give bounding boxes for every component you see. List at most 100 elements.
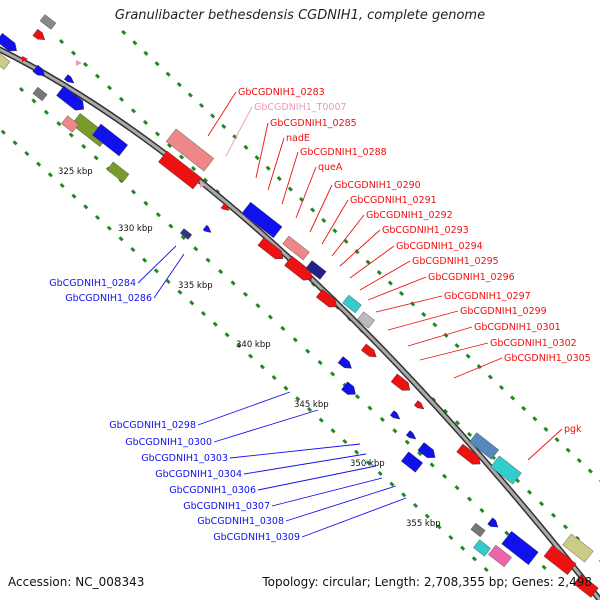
tick-mark bbox=[321, 217, 327, 223]
gene-feature bbox=[342, 294, 362, 314]
tick-mark bbox=[93, 155, 99, 161]
gene-feature-shape bbox=[32, 28, 46, 40]
leader-line bbox=[243, 453, 367, 475]
gene-feature bbox=[400, 451, 424, 473]
gene-feature-shape bbox=[490, 455, 522, 485]
gene-feature bbox=[315, 289, 337, 308]
tick-mark bbox=[132, 40, 138, 46]
gene-feature-shape bbox=[357, 311, 375, 329]
tick-mark bbox=[210, 113, 216, 119]
gene-label-forward: queA bbox=[318, 162, 343, 173]
tick-mark bbox=[432, 322, 438, 328]
gene-label-reverse: GbCGDNIH1_0303 bbox=[141, 453, 228, 464]
leader-line bbox=[331, 214, 365, 257]
scale-label: 340 kbp bbox=[236, 340, 271, 350]
scale-label: 355 kbp bbox=[406, 519, 441, 529]
tick-mark bbox=[532, 416, 538, 422]
gene-feature bbox=[0, 50, 11, 70]
gene-feature bbox=[220, 202, 230, 211]
tick-mark bbox=[538, 501, 545, 507]
gene-feature-shape bbox=[360, 343, 377, 358]
gene-label-forward: GbCGDNIH1_0299 bbox=[460, 306, 547, 317]
tick-mark bbox=[189, 300, 195, 306]
gene-feature-shape bbox=[106, 161, 130, 183]
gene-label-forward: GbCGDNIH1_0302 bbox=[490, 338, 577, 349]
leader-line bbox=[295, 166, 317, 219]
gene-feature bbox=[490, 455, 522, 485]
gene-label-reverse: GbCGDNIH1_0308 bbox=[197, 516, 284, 527]
gene-label-forward: GbCGDNIH1_0293 bbox=[382, 225, 469, 236]
tick-mark bbox=[70, 50, 77, 56]
tick-mark bbox=[442, 473, 448, 479]
scale-label: 335 kbp bbox=[178, 281, 213, 291]
tick-mark bbox=[221, 123, 227, 129]
scale-label: 350 kbp bbox=[350, 459, 385, 469]
gene-feature bbox=[405, 430, 417, 440]
tick-mark bbox=[0, 129, 6, 135]
tick-mark bbox=[153, 268, 159, 274]
leader-line bbox=[229, 443, 361, 459]
gene-feature bbox=[501, 530, 539, 566]
leader-line bbox=[359, 260, 411, 291]
tick-mark bbox=[224, 332, 230, 338]
gene-feature-shape bbox=[488, 544, 512, 568]
tick-mark bbox=[318, 417, 324, 423]
gene-feature bbox=[573, 574, 599, 598]
leader-line bbox=[271, 477, 383, 507]
genome-summary: Topology: circular; Length: 2,708,355 bp… bbox=[262, 575, 592, 589]
tick-mark bbox=[392, 428, 398, 434]
label-layer: GbCGDNIH1_0283GbCGDNIH1_0285nadEGbCGDNIH… bbox=[49, 87, 590, 543]
gene-label-reverse: GbCGDNIH1_0300 bbox=[125, 437, 212, 448]
gene-feature bbox=[389, 410, 401, 420]
gene-feature-shape bbox=[32, 64, 46, 76]
leader-line bbox=[257, 465, 377, 491]
tick-mark bbox=[565, 447, 571, 453]
tick-mark bbox=[142, 119, 149, 125]
gene-feature bbox=[32, 86, 48, 102]
gene-feature bbox=[32, 64, 46, 76]
marker bbox=[22, 56, 28, 62]
tick-mark bbox=[498, 384, 505, 391]
gene-label-forward: GbCGDNIH1_0295 bbox=[412, 256, 499, 267]
gene-feature bbox=[158, 150, 202, 190]
leader-line bbox=[453, 357, 503, 379]
tick-mark bbox=[58, 38, 65, 45]
gene-feature-shape bbox=[0, 33, 17, 52]
leader-line bbox=[137, 245, 177, 284]
leader-line bbox=[321, 199, 349, 245]
tick-mark bbox=[306, 406, 313, 413]
tick-mark bbox=[354, 394, 361, 400]
gene-feature bbox=[282, 235, 310, 261]
tick-mark bbox=[367, 405, 373, 411]
tick-mark bbox=[377, 470, 383, 477]
tick-mark bbox=[94, 214, 101, 221]
leader-line bbox=[255, 122, 269, 179]
tick-mark bbox=[200, 310, 207, 317]
leader-line bbox=[213, 409, 319, 443]
gene-feature bbox=[63, 74, 75, 84]
gene-label-reverse: GbCGDNIH1_0284 bbox=[49, 278, 136, 289]
tick-mark bbox=[165, 71, 171, 77]
gene-label-forward: GbCGDNIH1_0296 bbox=[428, 272, 515, 283]
gene-feature-shape bbox=[543, 544, 577, 576]
tick-mark bbox=[554, 437, 560, 443]
tick-mark bbox=[510, 395, 516, 401]
tick-mark bbox=[118, 96, 125, 102]
gene-feature bbox=[165, 128, 215, 172]
tick-mark bbox=[504, 530, 510, 536]
tick-mark bbox=[180, 234, 186, 240]
tick-mark bbox=[83, 204, 89, 210]
tick-mark bbox=[443, 332, 449, 338]
gene-label-reverse: GbCGDNIH1_0286 bbox=[65, 293, 152, 304]
tick-mark bbox=[276, 176, 282, 182]
tick-mark bbox=[56, 121, 62, 127]
gene-feature-shape bbox=[39, 14, 57, 30]
gene-feature-shape bbox=[405, 430, 417, 440]
leader-line bbox=[419, 342, 489, 361]
tick-mark bbox=[417, 451, 423, 457]
tick-mark bbox=[471, 556, 477, 562]
tick-mark bbox=[82, 62, 89, 68]
tick-mark bbox=[421, 311, 427, 317]
gene-feature bbox=[470, 522, 486, 538]
